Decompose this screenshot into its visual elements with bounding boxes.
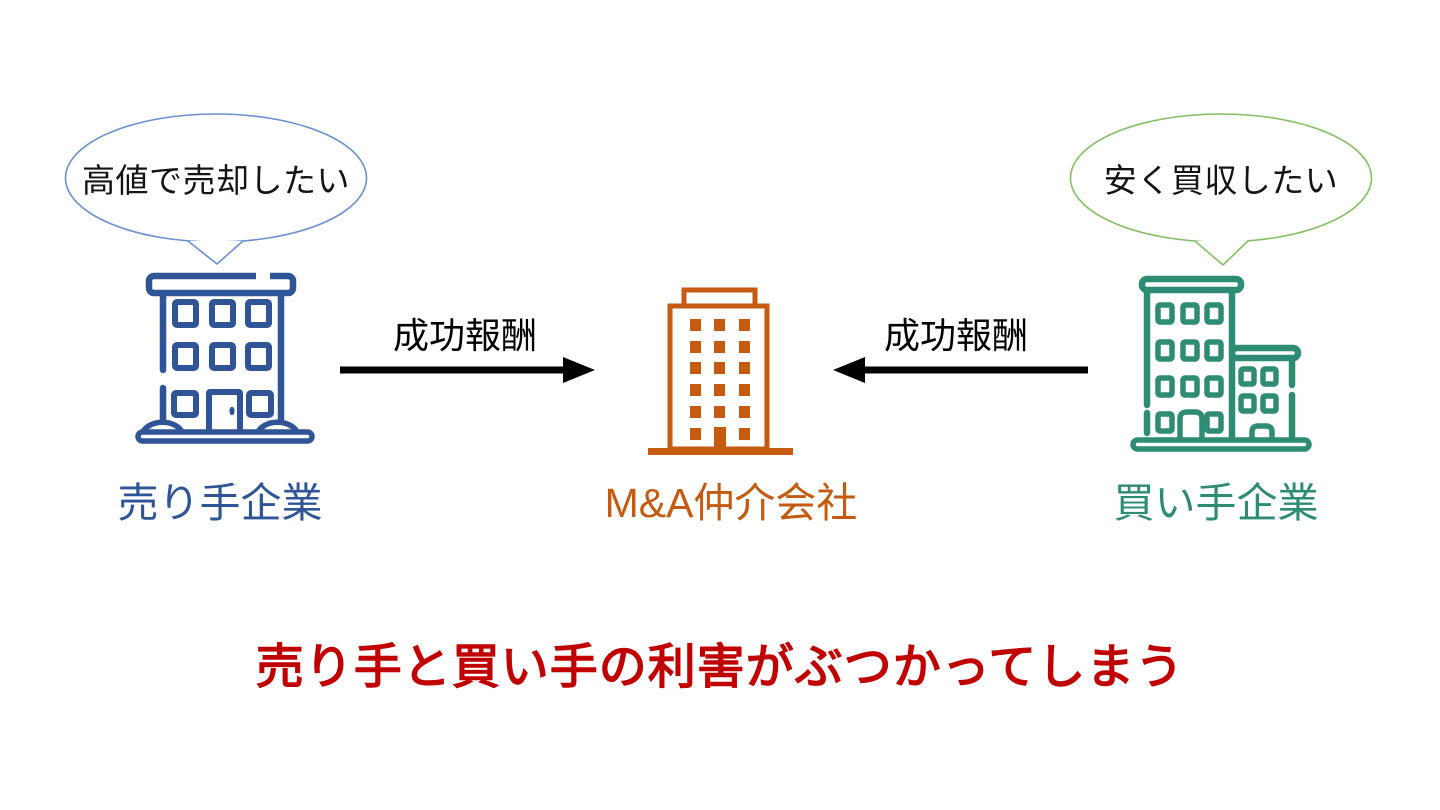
arrow-buyer-to-broker bbox=[828, 352, 1092, 388]
seller-building-icon bbox=[135, 268, 315, 448]
right-arrow-icon bbox=[340, 357, 595, 383]
seller-speech-bubble: 高値で売却したい bbox=[63, 112, 369, 270]
seller-label: 売り手企業 bbox=[117, 480, 323, 526]
buyer-label: 買い手企業 bbox=[1113, 480, 1319, 526]
fee-label-left: 成功報酬 bbox=[392, 315, 538, 356]
buyer-bubble-text: 安く買収したい bbox=[1103, 162, 1339, 199]
speech-bubble-icon bbox=[64, 113, 368, 265]
building-3story-icon bbox=[135, 269, 315, 444]
two-building-complex-icon bbox=[1130, 275, 1312, 452]
seller-bubble-text: 高値で売却したい bbox=[82, 162, 350, 199]
broker-building-icon bbox=[648, 282, 793, 458]
conclusion-text: 売り手と買い手の利害がぶつかってしまう bbox=[255, 641, 1185, 694]
buyer-speech-bubble: 安く買収したい bbox=[1068, 112, 1374, 270]
speech-bubble-icon bbox=[1069, 113, 1373, 266]
office-tower-icon bbox=[648, 287, 793, 455]
buyer-building-icon bbox=[1128, 262, 1316, 458]
left-arrow-icon bbox=[833, 357, 1088, 383]
arrow-seller-to-broker bbox=[336, 352, 600, 388]
broker-label: M&A仲介会社 bbox=[604, 480, 858, 526]
fee-label-right: 成功報酬 bbox=[883, 315, 1029, 356]
